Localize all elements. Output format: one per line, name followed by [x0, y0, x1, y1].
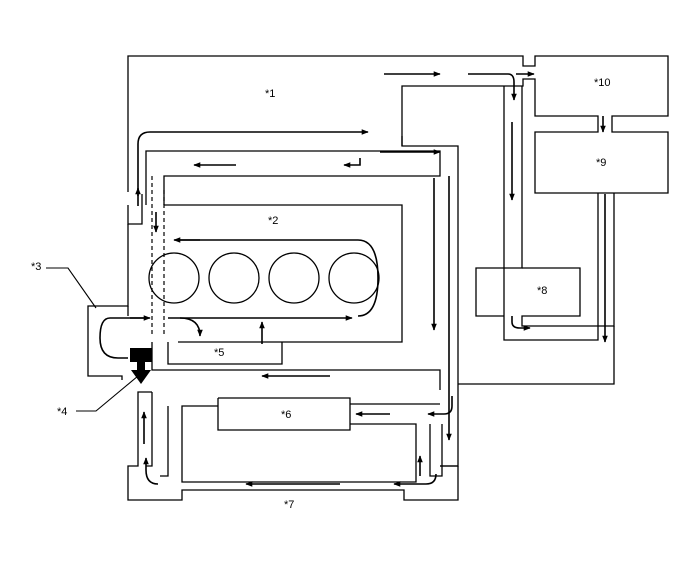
label-2: *2	[268, 215, 278, 227]
coolant-passage-walls	[87, 55, 669, 501]
flow-arrow-7-up-left-1	[143, 457, 159, 485]
cylinder-2	[208, 252, 260, 304]
leader-4	[76, 375, 139, 412]
label-6: *6	[281, 409, 291, 421]
flow-loop-housing	[99, 317, 148, 359]
flow-arrow-into-6	[427, 396, 453, 417]
bypass-passage	[151, 176, 165, 334]
flow-arrow-top-2	[468, 73, 517, 101]
flow-arrow-curve-down	[179, 317, 203, 337]
leader-lines	[46, 267, 139, 412]
label-9: *9	[596, 157, 606, 169]
cylinder-1	[148, 252, 200, 304]
cylinder-4	[328, 252, 380, 304]
label-4: *4	[57, 406, 67, 418]
label-10: *10	[594, 77, 611, 89]
leader-3	[46, 267, 97, 309]
label-3: *3	[31, 261, 41, 273]
flow-arrow-8-out	[511, 316, 531, 331]
label-7: *7	[284, 499, 294, 511]
coolant-flow-arrows	[99, 71, 608, 487]
label-8: *8	[537, 285, 547, 297]
engine-cylinders	[148, 252, 380, 304]
cylinder-3	[268, 252, 320, 304]
label-1: *1	[265, 88, 275, 100]
flow-arrow-7-right-in	[393, 473, 437, 487]
pump-symbol	[130, 348, 152, 384]
flow-arrow-left-2	[343, 158, 361, 168]
callout-labels: *1 *2 *3 *4 *5 *6 *7 *8 *9 *10	[31, 77, 611, 511]
label-5: *5	[214, 347, 224, 359]
flow-loop-head	[180, 239, 379, 317]
flow-arrow-up-left	[137, 129, 369, 196]
